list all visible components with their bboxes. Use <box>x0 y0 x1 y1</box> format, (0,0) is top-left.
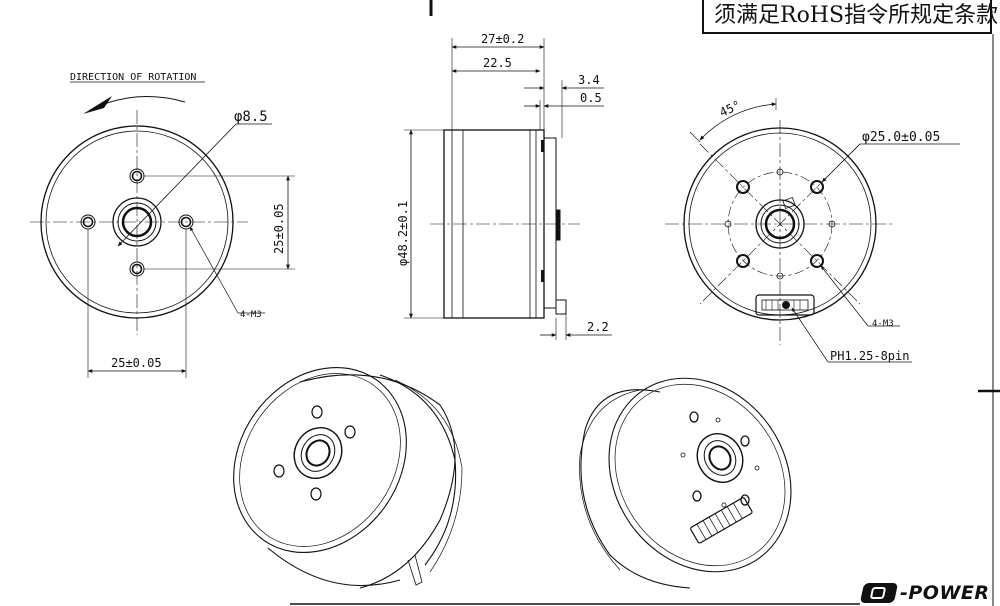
front-view: DIRECTION OF ROTATION φ8.5 25±0.05 25 <box>30 72 295 378</box>
hole-callout-front: 4-M3 <box>240 310 262 320</box>
rear-view: 45° φ25.0±0.05 4-M3 PH1.25-8pin <box>665 98 960 363</box>
dim-body-length: 22.5 <box>483 56 512 70</box>
connector-callout: PH1.25-8pin <box>830 349 909 363</box>
rotation-label: DIRECTION OF ROTATION <box>70 72 196 83</box>
dim-shaft-diameter: φ8.5 <box>234 109 268 125</box>
side-view: φ48.2±0.1 27±0.2 22.5 3.4 0.5 2.2 <box>396 32 612 340</box>
dim-angle: 45° <box>717 98 743 120</box>
dim-connector-offset: 2.2 <box>587 320 609 334</box>
dim-vertical-spacing: 25±0.05 <box>272 203 286 254</box>
rohs-note-text: 须满足RoHS指令所规定条款 <box>714 3 999 28</box>
hole-callout-rear: 4-M3 <box>872 319 894 329</box>
isometric-view-front <box>233 366 463 589</box>
rohs-note: 须满足RoHS指令所规定条款 <box>702 0 998 34</box>
brand-logo: -POWER <box>859 582 990 604</box>
brand-text: -POWER <box>900 582 990 604</box>
dim-step: 0.5 <box>580 91 602 105</box>
dim-body-diameter: φ48.2±0.1 <box>396 201 410 266</box>
dim-total-length: 27±0.2 <box>481 32 524 46</box>
isometric-view-rear <box>579 377 792 589</box>
dim-bolt-circle: φ25.0±0.05 <box>862 130 940 145</box>
brand-mark-icon <box>859 583 899 603</box>
rotation-arrow-icon <box>83 96 112 114</box>
dim-horizontal-spacing: 25±0.05 <box>111 356 162 370</box>
dim-flange: 3.4 <box>578 73 600 87</box>
